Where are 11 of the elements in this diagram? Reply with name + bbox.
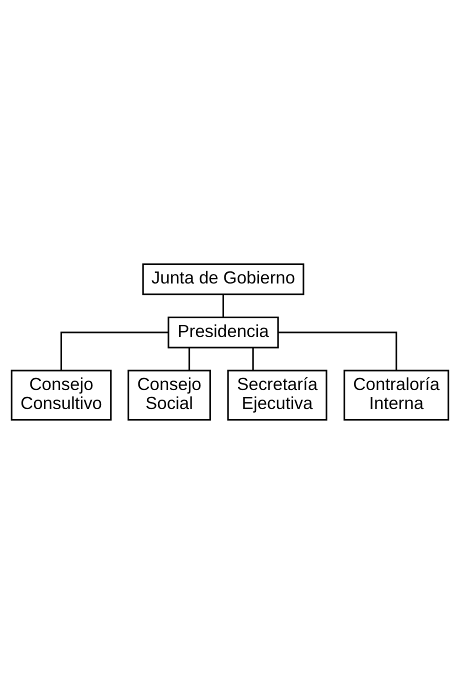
- node-box: Contraloría Interna: [344, 369, 450, 420]
- node-box: Consejo Social: [128, 369, 211, 420]
- node-box: Presidencia: [168, 316, 279, 348]
- connector: [60, 331, 168, 370]
- node-box: Consejo Consultivo: [10, 369, 112, 420]
- node-box: Junta de Gobierno: [142, 262, 304, 295]
- connector: [278, 331, 398, 370]
- connector: [188, 347, 190, 370]
- connector: [222, 294, 224, 317]
- node-box: Secretaría Ejecutiva: [227, 369, 328, 420]
- connector: [252, 347, 254, 370]
